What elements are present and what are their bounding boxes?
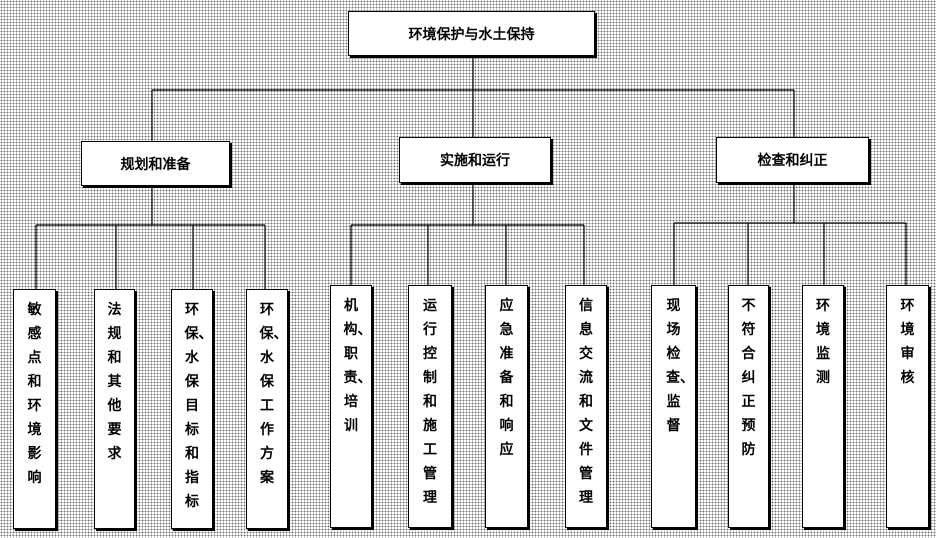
leaf-node: 敏感点和环境影响 bbox=[13, 289, 56, 529]
category-node-planning: 规划和准备 bbox=[81, 141, 230, 186]
leaf-label: 环保、水保工作方案 bbox=[259, 302, 288, 486]
leaf-label: 机构、职责、培训 bbox=[343, 298, 372, 434]
leaf-node: 环保、水保目标和指标 bbox=[171, 289, 213, 529]
leaf-node: 运行控制和施工管理 bbox=[408, 285, 452, 528]
leaf-node: 现场检查、监督 bbox=[651, 285, 696, 528]
leaf-label: 法规和其他要求 bbox=[107, 302, 122, 462]
leaf-label: 环境审核 bbox=[900, 298, 915, 386]
leaf-node: 信息交流和文件管理 bbox=[565, 285, 607, 528]
leaf-node: 应急准备和响应 bbox=[485, 285, 528, 528]
leaf-node: 环保、水保工作方案 bbox=[246, 289, 288, 529]
root-node: 环境保护与水土保持 bbox=[348, 11, 595, 56]
leaf-label: 信息交流和文件管理 bbox=[579, 298, 593, 506]
leaf-node: 不符合纠正预防 bbox=[728, 285, 769, 528]
category-label: 实施和运行 bbox=[440, 153, 510, 169]
category-node-implementation: 实施和运行 bbox=[399, 137, 551, 183]
leaf-label: 环保、水保目标和指标 bbox=[184, 302, 213, 510]
category-node-checking: 检查和纠正 bbox=[716, 137, 869, 183]
category-label: 检查和纠正 bbox=[757, 153, 828, 169]
category-label: 规划和准备 bbox=[120, 156, 191, 173]
leaf-label: 运行控制和施工管理 bbox=[423, 298, 437, 506]
leaf-label: 不符合纠正预防 bbox=[741, 298, 756, 458]
leaf-label: 敏感点和环境影响 bbox=[27, 302, 42, 486]
leaf-label: 现场检查、监督 bbox=[666, 298, 694, 434]
root-label: 环境保护与水土保持 bbox=[408, 26, 535, 43]
leaf-label: 环境监测 bbox=[816, 298, 830, 386]
leaf-node: 法规和其他要求 bbox=[94, 289, 135, 529]
leaf-node: 机构、职责、培训 bbox=[330, 285, 372, 528]
leaf-node: 环境监测 bbox=[802, 285, 844, 528]
leaf-label: 应急准备和响应 bbox=[499, 298, 514, 458]
leaf-node: 环境审核 bbox=[886, 285, 929, 528]
